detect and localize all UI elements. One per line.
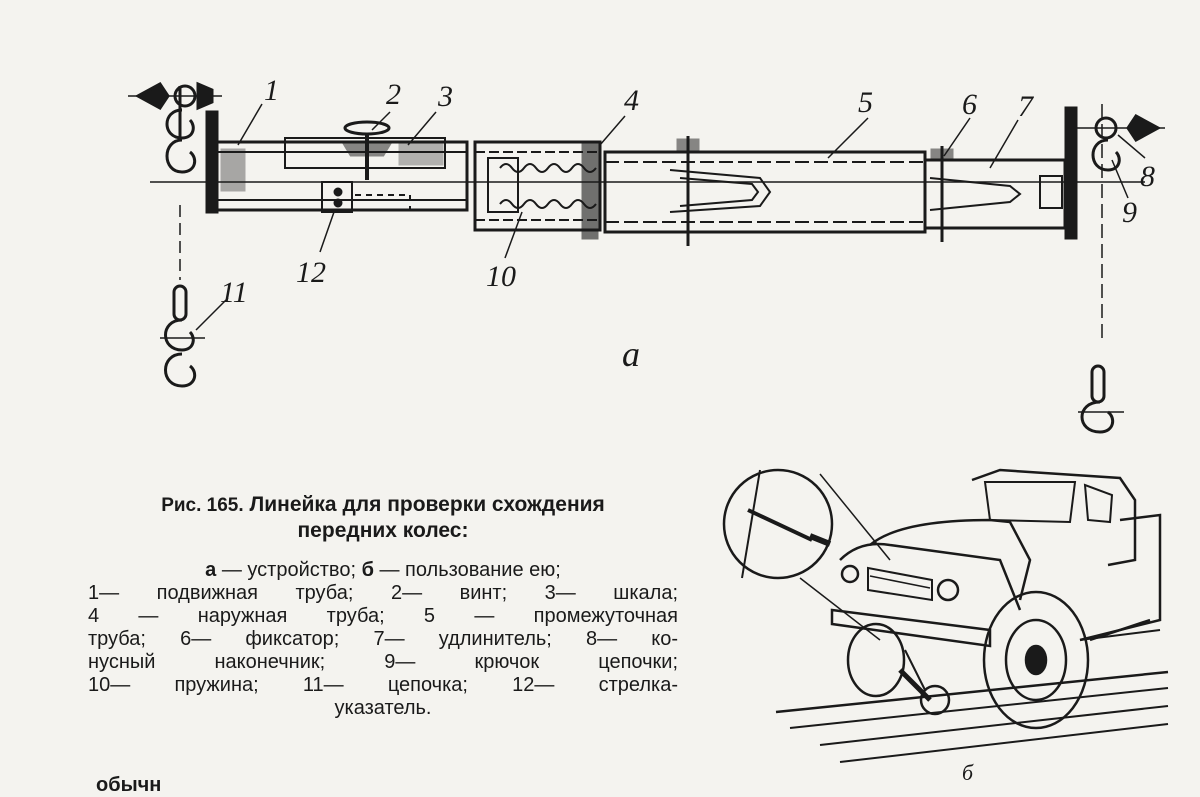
caption-line-4: труба; 6— фиксатор; 7— удлинитель; 8— ко… (88, 628, 678, 650)
caption-line-5: нусный наконечник; 9— крючок цепочки; (88, 651, 678, 673)
figure-caption: Рис. 165. Линейка для проверки схождения… (88, 492, 678, 720)
part-label-5: 5 (858, 86, 873, 119)
part-label-10: 10 (486, 260, 516, 293)
caption-figure-number: Рис. 165. (161, 495, 244, 516)
caption-line-6: 10— пружина; 11— цепочка; 12— стрелка- (88, 674, 678, 696)
figure-b-truck-illustration: б (722, 468, 1169, 785)
part-label-6: 6 (962, 88, 977, 121)
caption-title-text: Линейка для проверки схождения (249, 493, 605, 516)
figure-a-ruler-assembly (150, 106, 1145, 246)
cone-tip-left (128, 81, 222, 111)
chain-hooks (160, 86, 1124, 434)
caption-line-2: 1— подвижная труба; 2— винт; 3— шкала; (88, 582, 678, 604)
figure-a-sublabel: а (622, 334, 640, 374)
caption-line-7: указатель. (334, 697, 432, 719)
figure-b-sublabel: б (962, 760, 974, 785)
page-text-fragment: обычн (96, 774, 162, 796)
part-label-2: 2 (386, 78, 401, 111)
cone-tip-right (1076, 114, 1165, 142)
part-label-12: 12 (296, 256, 326, 289)
part-label-9: 9 (1122, 196, 1137, 229)
part-label-4: 4 (624, 84, 639, 117)
part-label-1: 1 (264, 74, 279, 107)
caption-line-3: 4 — наружная труба; 5 — промежуточная (88, 605, 678, 627)
caption-title-line2: передних колес: (297, 519, 469, 542)
part-label-8: 8 (1140, 160, 1155, 193)
caption-line-1: а — устройство; б — пользование ею; (205, 559, 561, 581)
part-labels: 1 2 3 4 5 6 7 8 9 10 11 12 а (220, 74, 1155, 374)
caption-title: Рис. 165. Линейка для проверки схождения… (88, 492, 678, 543)
part-label-3: 3 (437, 80, 453, 113)
part-label-7: 7 (1018, 90, 1035, 123)
part-label-11: 11 (220, 276, 248, 309)
leader-lines (195, 103, 1146, 331)
